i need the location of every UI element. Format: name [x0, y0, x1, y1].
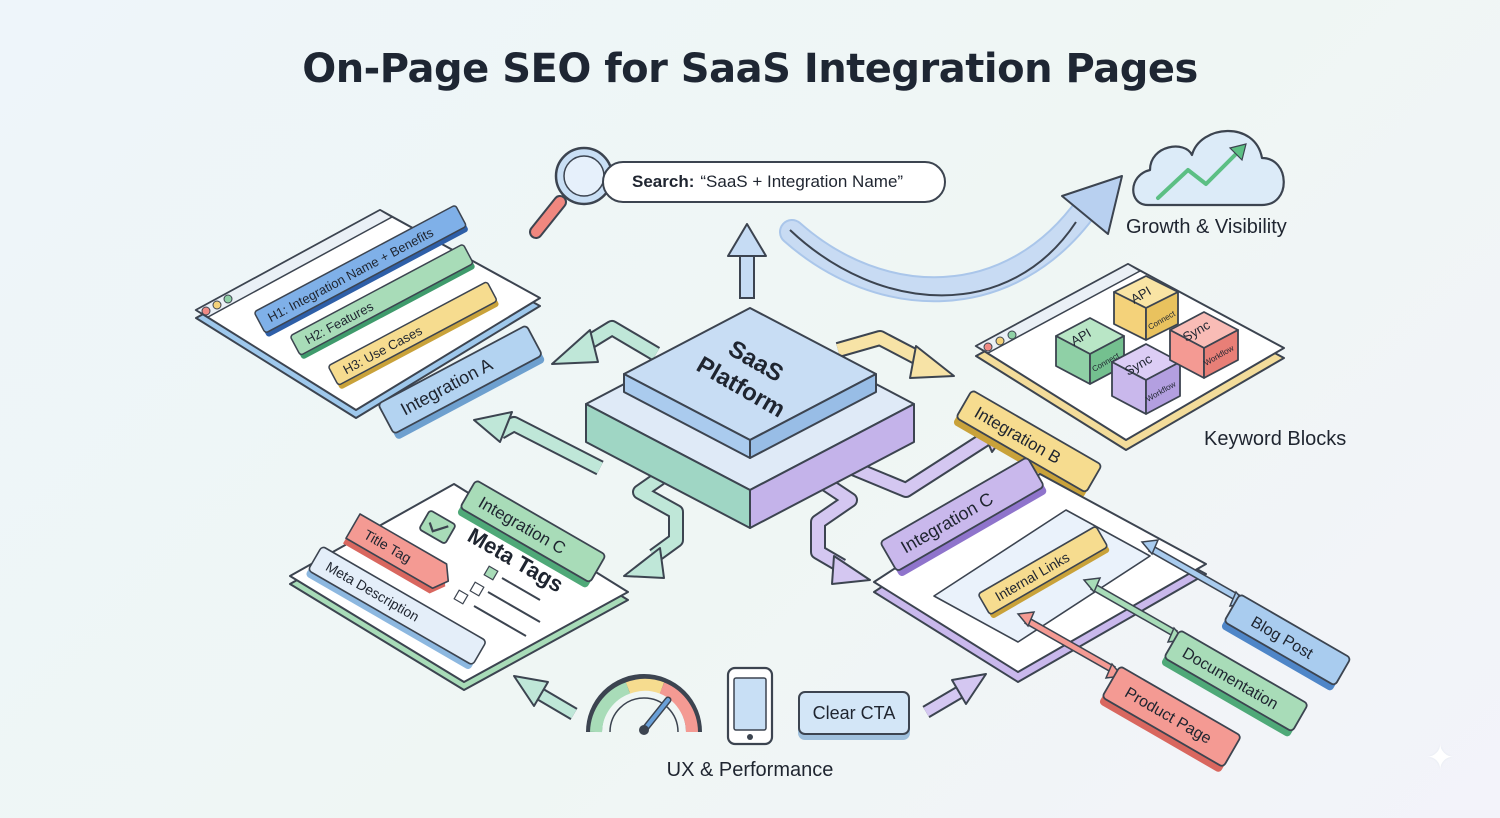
- integration-a-panel: H1: Integration Name + Benefits H2: Feat…: [194, 205, 545, 439]
- cloud-growth-icon: [1132, 129, 1285, 207]
- internal-links-panel: Integration C Internal Links: [873, 457, 1207, 683]
- growth-caption: Growth & Visibility: [1126, 216, 1287, 238]
- saas-platform-block: SaaS Platform: [585, 307, 915, 529]
- integration-b-panel: API Connect API Connect Sync Workflow Sy…: [953, 263, 1285, 498]
- page-title: On-Page SEO for SaaS Integration Pages: [302, 46, 1198, 92]
- internal-links-bar: Internal Links: [978, 526, 1110, 619]
- ux-left-arrow: [513, 675, 578, 721]
- keyword-blocks-caption: Keyword Blocks: [1204, 428, 1346, 450]
- check-icon: [419, 510, 456, 544]
- keyword-block-sync-red: Sync Workflow: [1169, 311, 1239, 379]
- search-bar[interactable]: Search: “SaaS + Integration Name”: [602, 161, 946, 203]
- clear-cta-button[interactable]: Clear CTA: [798, 691, 910, 735]
- ux-right-arrow: [922, 673, 987, 719]
- meta-tags-panel: Integration C Meta Tags Title Tag Meta D…: [289, 480, 629, 691]
- connector-arrows: [473, 320, 1015, 585]
- meta-list-lines: [453, 565, 541, 637]
- keyword-block-sync-purple: Sync Workflow: [1111, 343, 1181, 415]
- search-label: Search:: [632, 172, 695, 191]
- mobile-phone-icon: [726, 666, 774, 746]
- title-tag-badge: Title Tag: [343, 513, 450, 594]
- ux-caption: UX & Performance: [667, 759, 834, 781]
- speedometer-icon: [586, 674, 702, 735]
- keyword-block-api-yellow: API Connect: [1113, 275, 1179, 341]
- product-page-tag: Product Page: [1099, 666, 1241, 772]
- magnifier-icon: [529, 146, 614, 239]
- up-arrow: [727, 223, 767, 299]
- keyword-block-api-green: API Connect: [1055, 317, 1125, 385]
- growth-arrow: [779, 175, 1123, 303]
- search-query: “SaaS + Integration Name”: [700, 172, 904, 191]
- sparkle-icon: ✦: [1426, 739, 1455, 777]
- link-arrows: [1016, 539, 1248, 679]
- h2-bar: H2: Features: [290, 244, 475, 359]
